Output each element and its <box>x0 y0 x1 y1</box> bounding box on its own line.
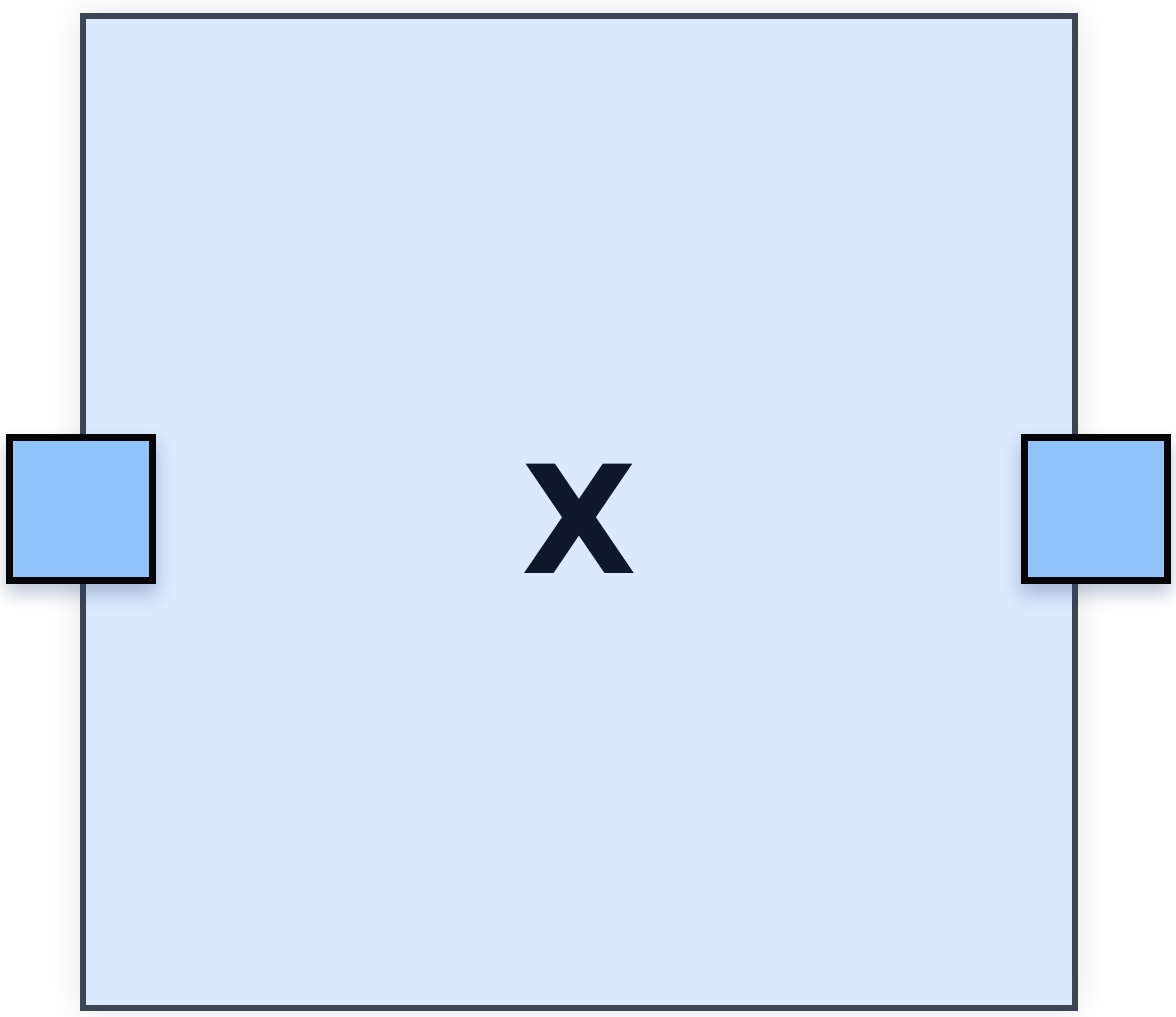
block-label: X <box>521 435 637 609</box>
block-node[interactable]: X <box>80 13 1078 1011</box>
left-port[interactable] <box>6 434 156 584</box>
right-port[interactable] <box>1021 434 1171 584</box>
